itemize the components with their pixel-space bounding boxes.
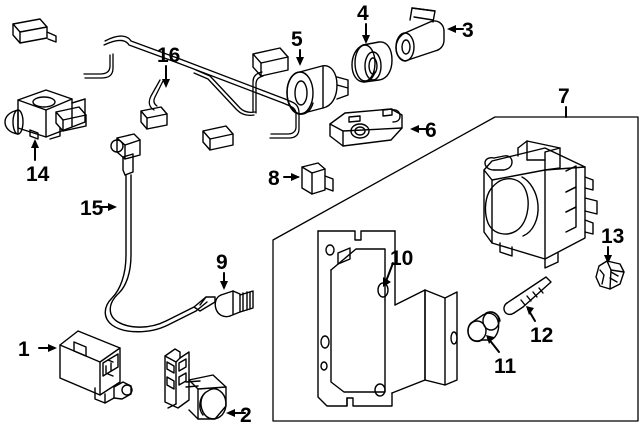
- part-10-abs-bracket: [317, 230, 458, 407]
- part-14-front-wheel-sensor: [4, 89, 86, 140]
- part-16-wiring-harness: [12, 18, 300, 151]
- callout-label-16: 16: [157, 44, 181, 67]
- callout-label-8: 8: [268, 167, 280, 190]
- callout-label-2: 2: [240, 404, 252, 427]
- part-3-wheel-speed-sensor: [395, 7, 445, 62]
- callout-label-6: 6: [425, 119, 437, 142]
- part-4-sensor-grommet: [351, 41, 393, 83]
- part-12-stud-bolt: [503, 276, 552, 316]
- part-6-sensor-holder: [329, 108, 403, 147]
- group-box-7: [272, 116, 639, 422]
- part-7-abs-modulator: [483, 140, 598, 269]
- part-5-sensor-bushing: [286, 65, 349, 115]
- callout-label-9: 9: [216, 251, 228, 274]
- part-13-hose-clip: [595, 260, 625, 290]
- callout-label-4: 4: [357, 2, 369, 25]
- part-8-retainer-clip: [301, 162, 334, 195]
- part-15-sensor-with-cable: [104, 133, 216, 333]
- callout-arrowheads: [31, 25, 612, 417]
- callout-label-12: 12: [530, 324, 554, 347]
- part-11-mounting-nut: [467, 311, 501, 343]
- callout-label-3: 3: [462, 19, 474, 42]
- callout-label-10: 10: [390, 247, 414, 270]
- callout-label-1: 1: [18, 338, 30, 361]
- callout-label-14: 14: [26, 163, 50, 186]
- callout-label-15: 15: [80, 197, 104, 220]
- callout-label-13: 13: [601, 225, 625, 248]
- part-2-sensor-bracket: [164, 348, 227, 420]
- part-9-mounting-bolt: [214, 290, 254, 318]
- part-1-control-module: [59, 330, 133, 404]
- callout-label-5: 5: [291, 28, 303, 51]
- callout-label-11: 11: [494, 355, 517, 378]
- callout-label-7: 7: [558, 85, 570, 108]
